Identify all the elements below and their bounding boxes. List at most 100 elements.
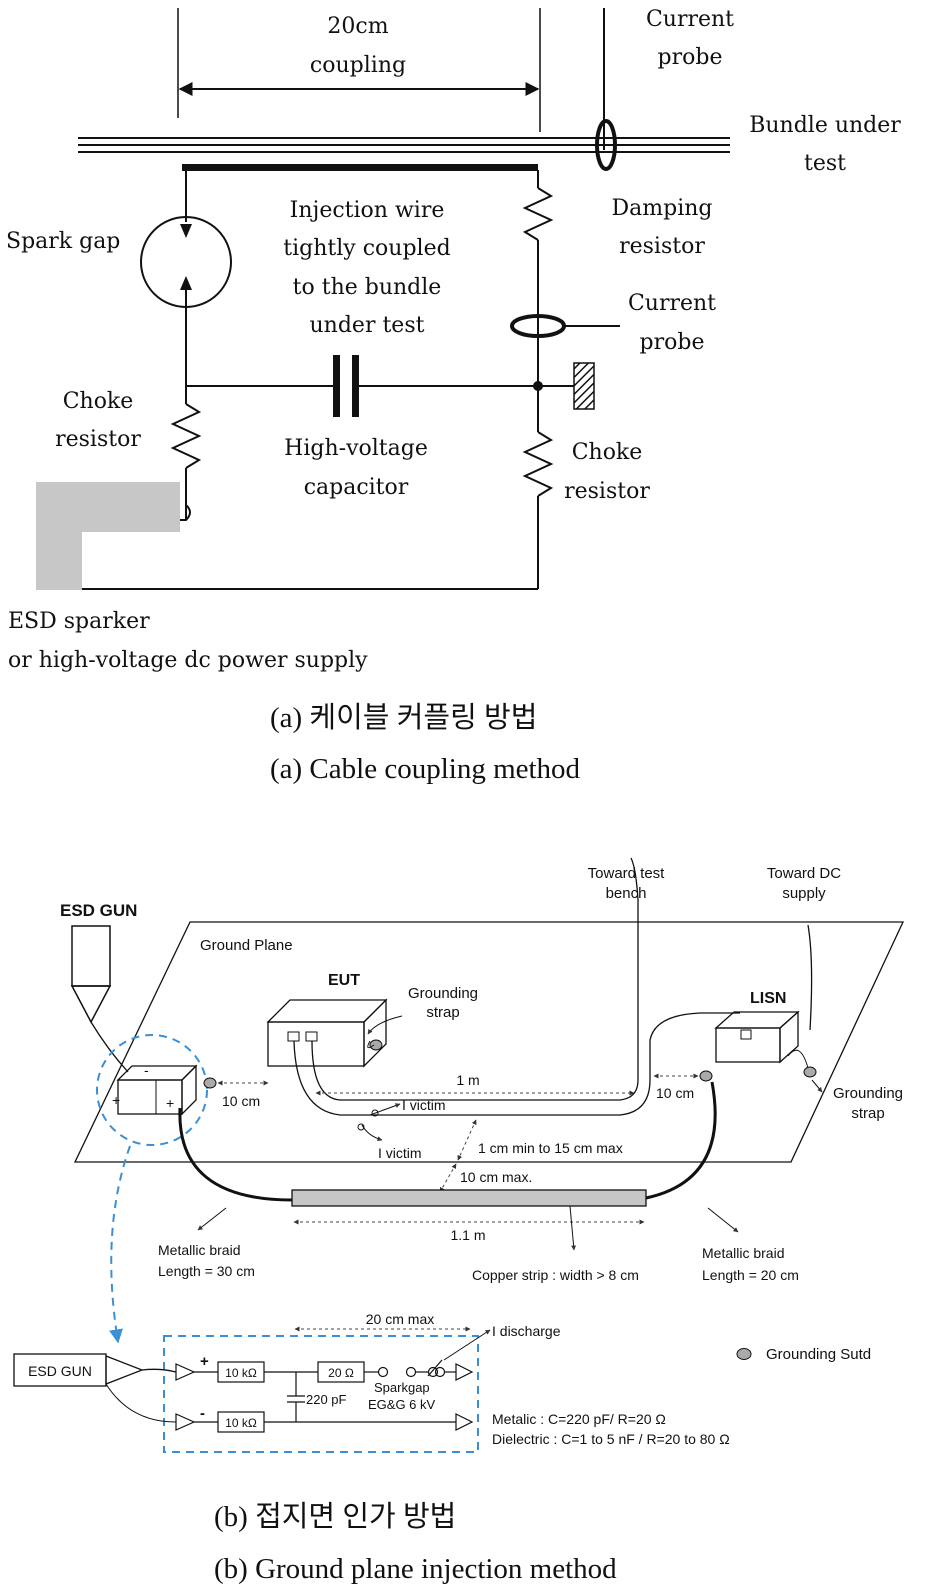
spark-gap-arrow-down xyxy=(180,224,192,238)
i-victim-1: I victim xyxy=(402,1097,446,1113)
eut-box xyxy=(267,1021,365,1067)
dist-10cm-left: 10 cm xyxy=(222,1093,260,1109)
lisn-connector xyxy=(740,1029,752,1040)
caption-b-ko: (b) 접지면 인가 방법 xyxy=(214,1500,456,1533)
caption-b-en: (b) Ground plane injection method xyxy=(214,1553,617,1585)
grounding-strap-label-1: Grounding xyxy=(408,985,478,1002)
esd-sparker-block xyxy=(36,482,180,590)
harness-upper xyxy=(311,857,639,1101)
ground-plane xyxy=(73,921,905,1163)
svg-text:10 kΩ: 10 kΩ xyxy=(225,1366,257,1380)
damping-resistor-icon xyxy=(522,187,554,241)
grounding-strap-label-2: strap xyxy=(426,1004,459,1021)
dist-1m: 1 m xyxy=(456,1072,479,1088)
grounding-strap-right-1: Grounding xyxy=(833,1085,903,1102)
lisn-label: LISN xyxy=(750,990,786,1007)
copper-strip-label: Copper strip : width > 8 cm xyxy=(472,1267,639,1283)
grounding-stud-right xyxy=(699,1070,713,1082)
legend-stud-label: Grounding Sutd xyxy=(766,1346,871,1363)
braid-left-label-1: Metallic braid xyxy=(158,1242,240,1258)
caption-a-ko: (a) 케이블 커플링 방법 xyxy=(270,702,537,734)
injection-label-3: to the bundle xyxy=(293,275,442,300)
ground-icon xyxy=(573,362,595,410)
esd-gun-body xyxy=(71,925,111,987)
caption-a-en: (a) Cable coupling method xyxy=(270,753,581,785)
lisn-box xyxy=(715,1027,781,1063)
braid-right-label-2: Length = 20 cm xyxy=(702,1267,799,1283)
grounding-stud-eut xyxy=(369,1039,383,1051)
hv-capacitor-plate-left xyxy=(333,355,340,417)
zoom-arrow xyxy=(109,1145,131,1344)
spark-gap-arrow-up xyxy=(180,276,192,290)
harness-lower xyxy=(293,1012,740,1116)
eut-label: EUT xyxy=(328,972,360,989)
hv-capacitor-label-1: High-voltage xyxy=(284,436,428,461)
svg-text:20 Ω: 20 Ω xyxy=(328,1366,354,1380)
hv-capacitor-label-2: capacitor xyxy=(304,475,409,500)
dist-10cm-right: 10 cm xyxy=(656,1085,694,1101)
choke-resistor-right-icon xyxy=(522,431,554,497)
spark-gap-label: Spark gap xyxy=(6,229,120,254)
choke-left-label-1: Choke xyxy=(63,389,134,414)
braid-left-label-2: Length = 30 cm xyxy=(158,1263,255,1279)
sparkgap-node-1 xyxy=(377,1366,389,1378)
current-probe-top-label-1: Current xyxy=(646,7,734,32)
svg-text:+: + xyxy=(166,1095,174,1111)
circuit-20cm-max: 20 cm max xyxy=(366,1311,434,1327)
cap-220pf-label: 220 pF xyxy=(306,1392,347,1407)
esd-sparker-label-1: ESD sparker xyxy=(8,609,150,634)
circuit-esd-gun-label: ESD GUN xyxy=(28,1363,92,1379)
damping-label-2: resistor xyxy=(619,234,705,259)
braid-left xyxy=(178,1107,293,1202)
injection-wire xyxy=(182,164,538,171)
svg-text:-: - xyxy=(144,1062,149,1078)
injection-label-2: tightly coupled xyxy=(283,236,450,261)
hv-capacitor-plate-right xyxy=(352,355,359,417)
svg-text:-: - xyxy=(200,1405,205,1422)
injection-label-4: under test xyxy=(310,313,425,338)
choke-right-label-1: Choke xyxy=(572,440,643,465)
braid-right-label-1: Metallic braid xyxy=(702,1245,784,1261)
current-probe-top-label-2: probe xyxy=(658,45,723,70)
braid-right xyxy=(645,1081,717,1200)
esd-sparker-label-2: or high-voltage dc power supply xyxy=(8,648,368,673)
svg-text:+: + xyxy=(112,1092,120,1108)
copper-strip xyxy=(291,1189,647,1207)
grounding-stud-lisn xyxy=(803,1066,817,1078)
svg-text:+: + xyxy=(200,1353,209,1370)
i-victim-2: I victim xyxy=(378,1145,422,1161)
circuit-inset xyxy=(163,1335,479,1453)
eut-connector-1 xyxy=(287,1031,300,1042)
bundle-label-2: test xyxy=(804,151,846,176)
zoom-circle xyxy=(96,1034,208,1146)
dielectric-note: Dielectric : C=1 to 5 nF / R=20 to 80 Ω xyxy=(492,1431,730,1447)
diagram-a: 20cm coupling Current probe Bundle under… xyxy=(6,7,901,785)
current-probe-mid-label-1: Current xyxy=(628,291,716,316)
toward-bench-2: bench xyxy=(606,885,647,902)
eut-connector-2 xyxy=(305,1031,318,1042)
injection-label-1: Injection wire xyxy=(290,198,445,223)
coupling-label-1: 20cm xyxy=(327,14,388,39)
damping-label-1: Damping xyxy=(612,196,713,221)
dist-1-1m: 1.1 m xyxy=(450,1227,485,1243)
sparkgap-label-2: EG&G 6 kV xyxy=(368,1397,436,1412)
current-probe-mid-label-2: probe xyxy=(640,330,705,355)
dist-range: 1 cm min to 15 cm max xyxy=(478,1140,623,1156)
sparkgap-label-1: Sparkgap xyxy=(374,1380,430,1395)
diagram-b: Ground Plane ESD GUN - + + 10 cm EUT Gro… xyxy=(13,857,905,1585)
legend-stud-icon xyxy=(736,1348,752,1360)
esd-gun-label: ESD GUN xyxy=(60,901,137,920)
grounding-stud-left xyxy=(203,1077,217,1089)
grounding-strap-right-2: strap xyxy=(851,1105,884,1122)
toward-dc-1: Toward DC xyxy=(767,865,841,882)
toward-dc-2: supply xyxy=(782,885,826,902)
coupling-label-2: coupling xyxy=(310,53,406,78)
toward-bench-1: Toward test xyxy=(588,865,666,882)
esd-gun-tip xyxy=(70,985,112,1024)
choke-resistor-left-icon xyxy=(170,403,202,469)
bundle-label-1: Bundle under xyxy=(749,113,901,138)
i-discharge-label: I discharge xyxy=(492,1323,561,1339)
ground-plane-label: Ground Plane xyxy=(200,937,293,954)
choke-right-label-2: resistor xyxy=(564,479,650,504)
